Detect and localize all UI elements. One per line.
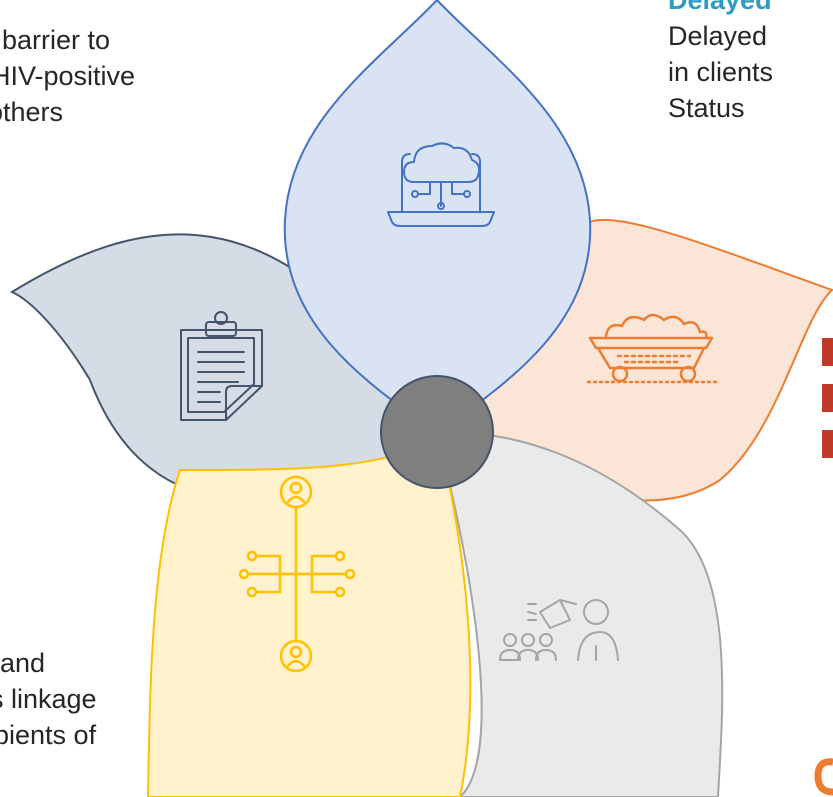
bottom-left-line-3: ipients of xyxy=(0,720,97,750)
clipboard-icon xyxy=(180,311,263,421)
cloud-laptop-icon xyxy=(387,142,495,227)
right-top-text: Delayed Delayed in clients Status xyxy=(668,0,773,126)
right-top-line-3: Status xyxy=(668,93,745,123)
ore-cart-icon xyxy=(586,313,720,384)
petal-yellow xyxy=(146,430,472,797)
center-circle xyxy=(380,375,494,489)
accent-orange-mark xyxy=(814,758,833,796)
left-top-line-3: others xyxy=(0,97,64,127)
right-top-line-1: Delayed xyxy=(668,21,768,51)
petal-blue xyxy=(283,0,592,434)
megaphone-audience-icon xyxy=(499,599,619,661)
bottom-left-line-2: s linkage xyxy=(0,684,97,714)
network-people-icon xyxy=(238,475,356,673)
left-top-line-1: barrier to xyxy=(2,25,111,55)
accent-red-mark-1 xyxy=(822,338,833,366)
left-top-text: barrier to HIV-positive others xyxy=(0,22,135,130)
accent-red-mark-2 xyxy=(822,384,833,412)
left-top-line-2: HIV-positive xyxy=(0,61,136,91)
bottom-left-line-1: and xyxy=(0,648,46,678)
petal-gray xyxy=(435,430,724,797)
bottom-left-text: and s linkage ipients of xyxy=(0,645,97,753)
right-top-line-2: in clients xyxy=(668,57,774,87)
accent-red-mark-3 xyxy=(822,430,833,458)
right-top-heading: Delayed xyxy=(668,0,772,15)
